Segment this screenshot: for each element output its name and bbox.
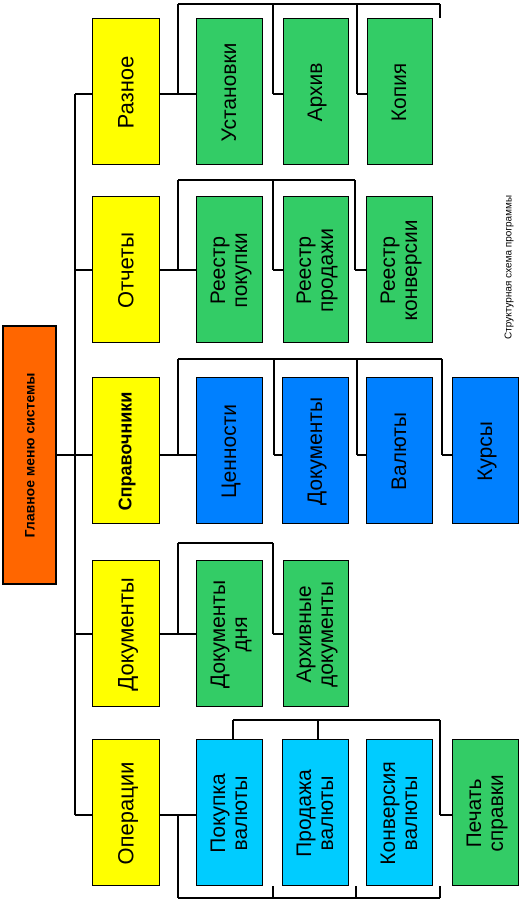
node-kursy: Курсы [452,377,519,524]
diagram-caption: Структурная схема программы [503,194,515,340]
node-arkhiv: Архив [283,18,349,165]
node-tsennosti: Ценности [196,377,263,524]
node-label: Документы [303,396,327,505]
node-label: Реестр продажи [292,227,338,312]
node-arkhivnye-dokumenty: Архивные документы [283,560,349,707]
root-node: Главное меню системы [2,325,57,585]
node-label: Валюты [387,411,411,490]
node-dokumenty-sprav: Документы [282,377,349,524]
node-pokupka-valyuty: Покупка валюты [196,739,263,886]
node-label: Ценности [217,403,241,498]
node-label: Реестр покупки [206,231,252,308]
branch-spravochniki: Справочники [92,377,160,524]
node-konversiya-valyuty: Конверсия валюты [366,739,433,886]
node-label: Архив [303,62,327,121]
branch-label: Документы [113,576,139,691]
node-kopiya: Копия [367,18,433,165]
node-label: Копия [387,62,411,121]
node-label: Печать справки [462,773,508,852]
node-label: Продажа валюты [292,768,338,857]
branch-otchety: Отчеты [92,196,160,343]
node-label: Курсы [473,420,497,481]
node-label: Покупка валюты [206,772,252,853]
node-label: Реестр конверсии [376,219,422,320]
root-label: Главное меню системы [21,372,38,538]
node-label: Конверсия валюты [376,760,422,865]
node-reestr-pokupki: Реестр покупки [196,196,263,343]
branch-operatsii: Операции [92,739,160,886]
node-prodazha-valyuty: Продажа валюты [282,739,349,886]
branch-dokumenty: Документы [92,560,160,707]
branch-raznoe: Разное [92,18,160,165]
branch-label: Отчеты [113,231,139,308]
node-label: Архивные документы [292,580,338,687]
node-reestr-prodazhi: Реестр продажи [283,196,349,343]
node-ustanovki: Установки [196,18,263,165]
node-label: Установки [217,42,241,141]
branch-label: Справочники [115,391,136,510]
branch-label: Разное [113,55,139,128]
node-dokumenty-dnya: Документы дня [196,560,263,707]
node-valyuty: Валюты [366,377,433,524]
node-label: Документы дня [206,579,252,688]
node-reestr-konversii: Реестр конверсии [366,196,433,343]
node-pechat-spravki: Печать справки [452,739,519,886]
branch-label: Операции [113,761,139,864]
